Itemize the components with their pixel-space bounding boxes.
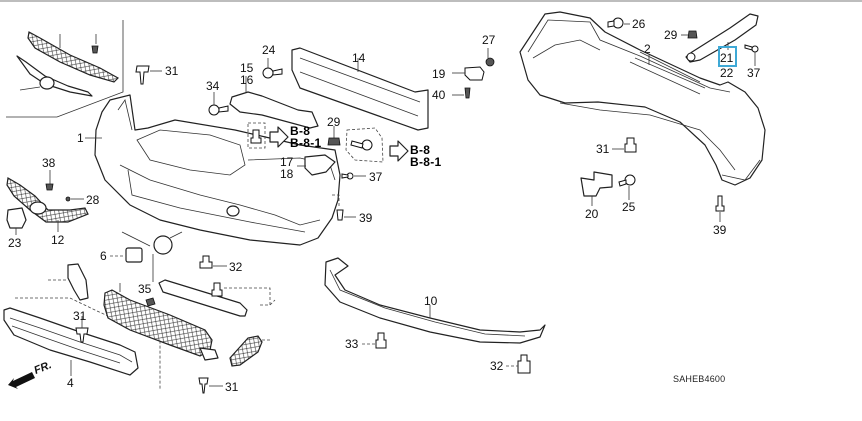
callout-2[interactable]: 2 — [644, 42, 651, 56]
inset-frame — [6, 20, 124, 118]
callout-31-lower-left[interactable]: 31 — [73, 309, 87, 323]
callout-31-rear[interactable]: 31 — [596, 142, 610, 156]
screw-38 — [45, 170, 54, 191]
clip-31-rear — [612, 137, 637, 153]
front-grille-12 — [6, 177, 89, 232]
clip-31-top — [135, 65, 162, 85]
reference-b8-1-upper[interactable]: B-8-1 — [290, 136, 322, 150]
nut-27 — [485, 48, 495, 67]
callout-16[interactable]: 16 — [240, 73, 254, 87]
rear-bumper-cover — [519, 11, 766, 186]
bolt-39-rear — [715, 195, 725, 222]
emblem-23 — [6, 207, 27, 235]
callout-26[interactable]: 26 — [632, 17, 646, 31]
callout-37-rear[interactable]: 37 — [747, 66, 761, 80]
callout-37-front[interactable]: 37 — [369, 170, 383, 184]
reference-b8-upper[interactable]: B-8 — [290, 124, 311, 138]
clip-31-lower-left — [75, 316, 89, 343]
callout-33[interactable]: 33 — [345, 337, 359, 351]
ref-box-upper — [247, 122, 289, 149]
bolt-34 — [208, 92, 229, 116]
clip-32-lower — [506, 354, 531, 374]
callout-35[interactable]: 35 — [138, 282, 152, 296]
front-molding-strip — [158, 279, 276, 317]
callout-23[interactable]: 23 — [8, 236, 22, 250]
fastener-25 — [618, 174, 636, 200]
front-reinforcement-beam — [291, 47, 429, 131]
clip-31-lower — [198, 377, 223, 394]
callout-29-rear[interactable]: 29 — [664, 28, 678, 42]
callout-14[interactable]: 14 — [352, 51, 366, 65]
side-bracket-17-18 — [297, 154, 336, 176]
callout-28[interactable]: 28 — [86, 193, 100, 207]
callout-38[interactable]: 38 — [42, 156, 56, 170]
callout-27[interactable]: 27 — [482, 33, 496, 47]
callout-15[interactable]: 15 — [240, 61, 254, 75]
callout-31[interactable]: 31 — [165, 64, 179, 78]
callout-29-front[interactable]: 29 — [327, 115, 341, 129]
ref-box-right — [345, 127, 409, 163]
callout-39-rear[interactable]: 39 — [713, 223, 727, 237]
reference-b8-1-right[interactable]: B-8-1 — [410, 155, 442, 169]
callout-32-lower[interactable]: 32 — [490, 359, 504, 373]
bracket-19 — [452, 66, 485, 81]
inset-emblem-bar — [16, 55, 93, 97]
highlight-box-21 — [718, 46, 737, 67]
reference-b8-right[interactable]: B-8 — [410, 143, 431, 157]
callout-19[interactable]: 19 — [432, 67, 446, 81]
callout-32-front[interactable]: 32 — [229, 260, 243, 274]
front-lower-mesh-grille — [103, 283, 219, 361]
callout-17[interactable]: 17 — [280, 155, 294, 169]
callout-24[interactable]: 24 — [262, 43, 276, 57]
callout-18[interactable]: 18 — [280, 167, 294, 181]
side-trim-mesh — [229, 335, 270, 367]
callout-4[interactable]: 4 — [67, 376, 74, 390]
callout-31-lower[interactable]: 31 — [225, 380, 239, 394]
lower-grille-4 — [3, 297, 161, 390]
screw-37-rear — [744, 44, 759, 66]
callout-40[interactable]: 40 — [432, 88, 446, 102]
washer-28 — [65, 196, 84, 202]
bracket-20 — [580, 171, 613, 206]
callout-10[interactable]: 10 — [424, 294, 438, 308]
nut-29-front — [327, 126, 341, 146]
callout-34[interactable]: 34 — [206, 79, 220, 93]
fog-lamp-cover-6 — [110, 231, 183, 282]
callout-22[interactable]: 22 — [720, 66, 734, 80]
callout-6[interactable]: 6 — [100, 249, 107, 263]
inset-upper-grille — [27, 31, 119, 83]
callout-12[interactable]: 12 — [51, 233, 65, 247]
front-bracket-15-16 — [229, 76, 319, 129]
nut-29-rear — [681, 30, 698, 39]
clip-26 — [607, 17, 630, 29]
front-direction-arrow — [8, 372, 35, 389]
bolt-39-front — [332, 194, 356, 221]
rear-bracket-21-22 — [685, 13, 759, 63]
clip-33 — [362, 332, 387, 349]
diagram-code: SAHEB4600 — [673, 374, 726, 384]
bolt-40 — [452, 87, 471, 99]
side-bracket-lower — [48, 263, 89, 301]
clip-32-front — [199, 255, 227, 269]
front-spoiler-lip-10 — [324, 257, 546, 344]
clip-35 — [145, 297, 156, 307]
bolt-24 — [262, 58, 283, 79]
callout-20[interactable]: 20 — [585, 207, 599, 221]
callout-25[interactable]: 25 — [622, 200, 636, 214]
callout-39-front[interactable]: 39 — [359, 211, 373, 225]
callout-21[interactable]: 21 — [720, 51, 734, 65]
callout-1[interactable]: 1 — [77, 131, 84, 145]
top-border — [0, 0, 862, 2]
screw-37-front — [341, 172, 366, 180]
